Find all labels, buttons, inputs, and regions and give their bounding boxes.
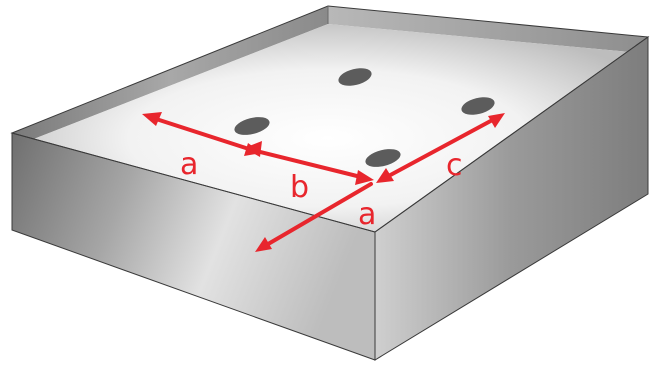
hole-back bbox=[338, 68, 372, 86]
label-c: c bbox=[446, 148, 463, 183]
arrowhead-a-front-end bbox=[255, 237, 272, 252]
box-rim bbox=[10, 5, 650, 233]
arrow-b bbox=[250, 148, 367, 180]
arrowhead-c-start bbox=[376, 168, 394, 183]
hole-left bbox=[234, 117, 270, 135]
right-inner-wall bbox=[328, 6, 648, 52]
back-inner-wall bbox=[12, 6, 328, 142]
label-a-left: a bbox=[180, 147, 198, 182]
arrowhead-c-end bbox=[488, 113, 505, 128]
hole-right bbox=[461, 97, 495, 115]
arrow-c bbox=[381, 115, 500, 181]
arrow-a-front bbox=[261, 182, 373, 249]
label-a-front: a bbox=[358, 197, 376, 232]
hole-center bbox=[365, 149, 401, 167]
label-b: b bbox=[290, 170, 309, 205]
arrowhead-b-end bbox=[355, 170, 374, 185]
dimension-arrows bbox=[148, 115, 500, 249]
arrow-a-left bbox=[148, 115, 254, 152]
arrowhead-a-left-start bbox=[142, 112, 162, 126]
arrowheads bbox=[142, 112, 505, 252]
arrowhead-b-start bbox=[244, 141, 262, 157]
